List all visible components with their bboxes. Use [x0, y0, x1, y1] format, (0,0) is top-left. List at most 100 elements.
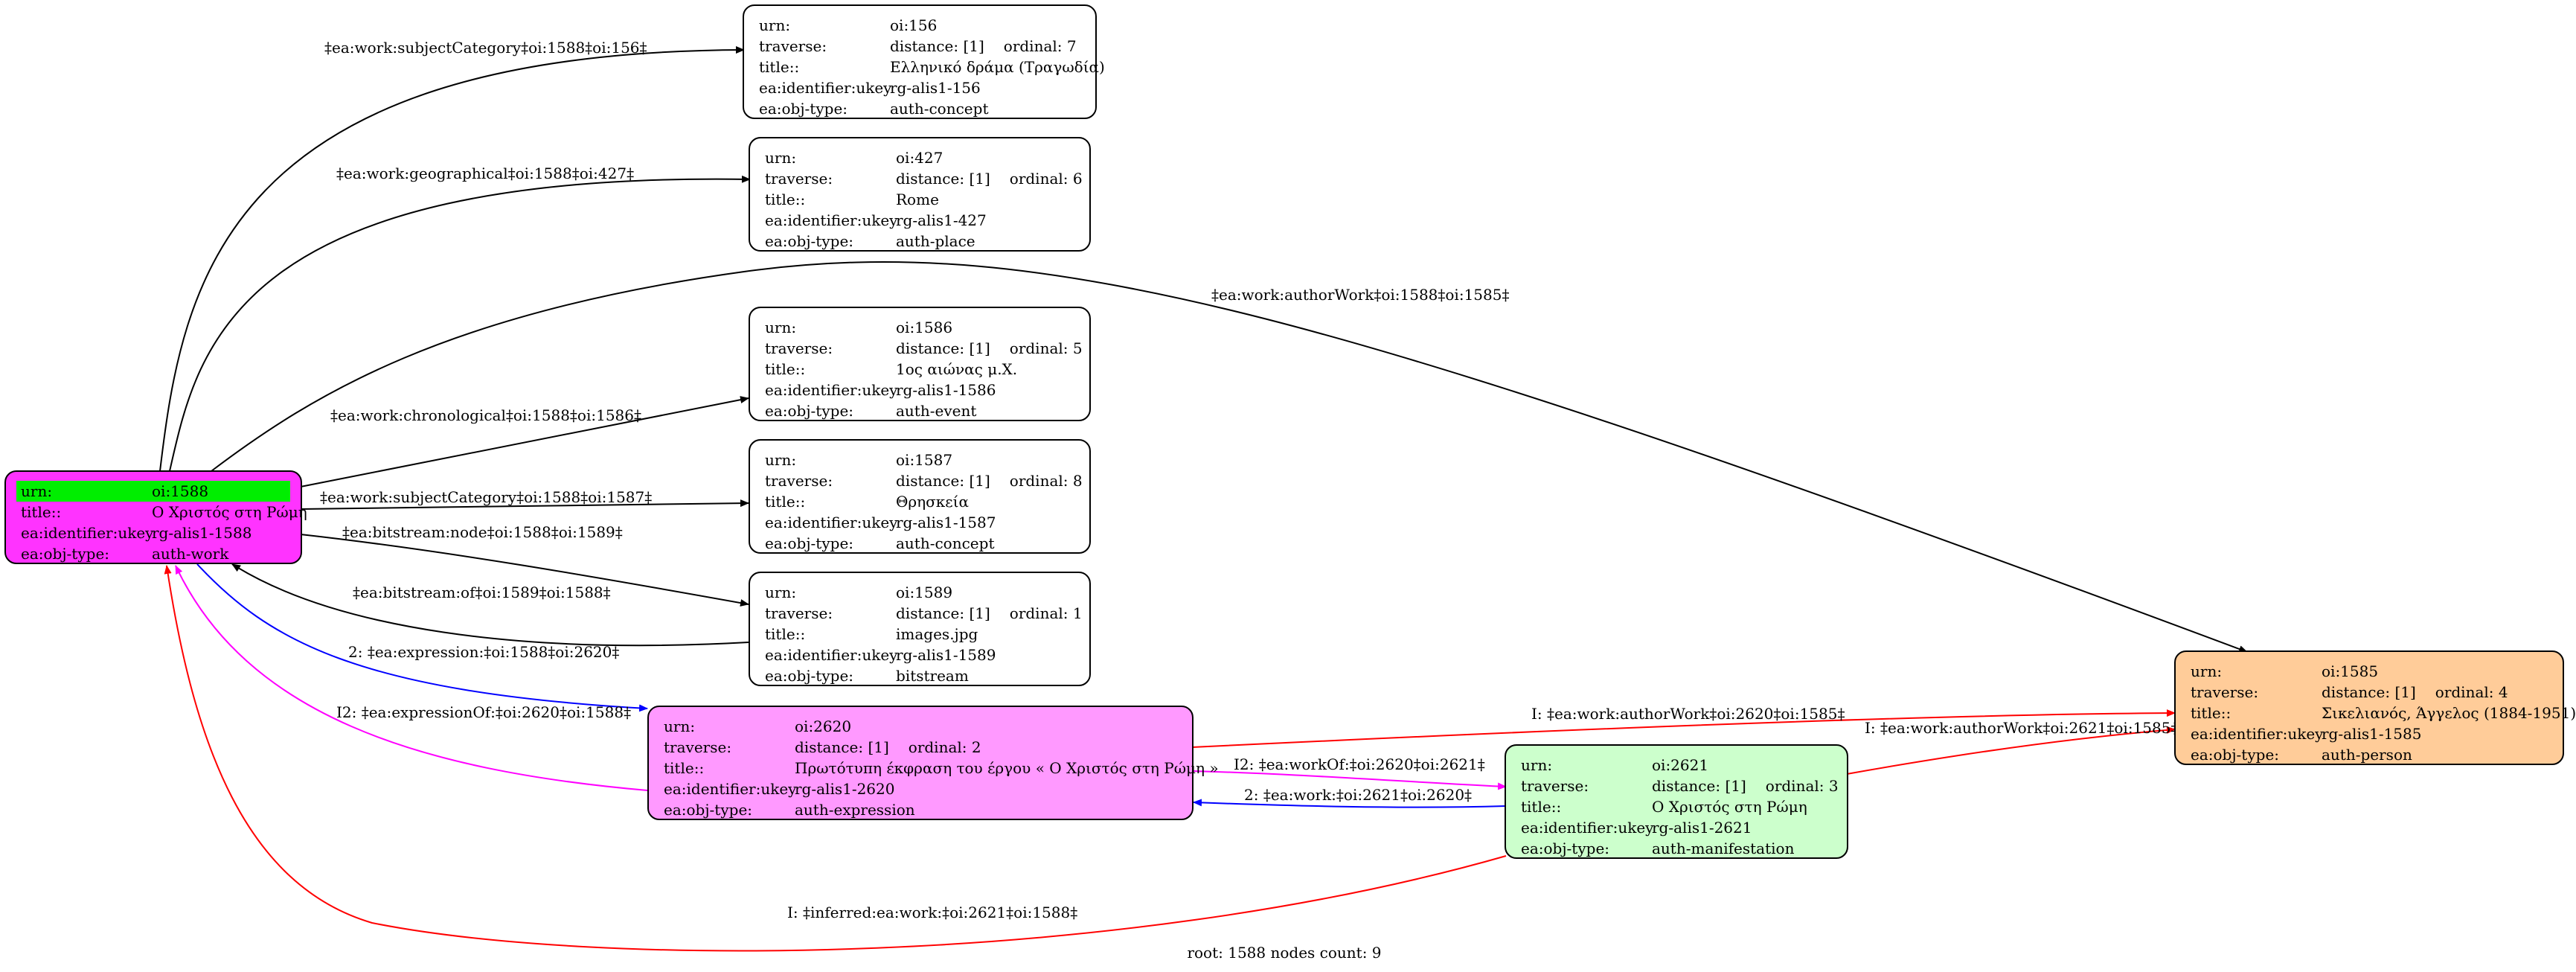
node-oi-1585[interactable]: urn: oi:1585 traverse: distance: [1] ordina… [2174, 650, 2576, 765]
value-distance: distance: [1] [896, 472, 990, 490]
key-traverse: traverse: [759, 37, 827, 55]
node-oi-1587[interactable]: urn:oi:1587 traverse: distance: [1] ordina… [749, 439, 1091, 554]
edge-author-work-2620-1585 [1191, 709, 2176, 748]
value-ordinal: ordinal: 2 [908, 738, 981, 756]
field-title: title::Ελληνικό δράμα (Τραγωδία) [754, 57, 1105, 77]
edge-label-subject-category-156: ‡ea:work:subjectCategory‡oi:1588‡oi:156‡ [324, 39, 647, 57]
field-traverse: traverse:distance: [1]ordinal: 6 [760, 168, 1083, 189]
node-oi-1586[interactable]: urn:oi:1586 traverse:distance: [1]ordina… [749, 307, 1091, 421]
value-title: images.jpg [896, 625, 978, 643]
field-urn-highlighted: urn:oi:1588 [16, 481, 290, 502]
value-ukey: rg-alis1-1589 [896, 646, 996, 664]
value-title: Ελληνικό δράμα (Τραγωδία) [890, 58, 1105, 76]
edge-label-inferred-work-2621: I: ‡inferred:ea:work:‡oi:2621‡oi:1588‡ [787, 904, 1077, 921]
value-urn: oi:1587 [896, 451, 953, 469]
key-traverse: traverse: [2191, 683, 2259, 701]
key-ukey: ea:identifier:ukey [765, 646, 898, 664]
key-title: title:: [759, 58, 800, 76]
key-obj-type: ea:obj-type: [1521, 840, 1610, 857]
value-distance: distance: [1] [1652, 777, 1746, 795]
edge-label-bitstream-node-1589: ‡ea:bitstream:node‡oi:1588‡oi:1589‡ [342, 523, 623, 541]
field-obj-type: ea:obj-type:auth-concept [754, 98, 1085, 119]
field-obj-type: ea:obj-type: auth-work [16, 543, 290, 564]
field-traverse: traverse:distance: [1]ordinal: 1 [760, 603, 1083, 624]
value-ordinal: ordinal: 8 [1009, 472, 1083, 490]
node-oi-427[interactable]: urn:oi:427 traverse:distance: [1]ordinal… [749, 137, 1091, 252]
value-ukey: rg-alis1-1586 [896, 381, 996, 399]
key-title: title:: [1521, 798, 1562, 816]
key-obj-type: ea:obj-type: [21, 545, 110, 563]
key-ukey: ea:identifier:ukey [21, 524, 154, 542]
key-traverse: traverse: [1521, 777, 1589, 795]
edge-bitstream-of-1589 [231, 563, 749, 647]
key-title: title:: [21, 503, 62, 521]
edge-inferred-work-2621 [164, 565, 1507, 952]
key-obj-type: ea:obj-type: [765, 534, 854, 552]
edge-label-subject-category-1587: ‡ea:work:subjectCategory‡oi:1588‡oi:1587… [320, 488, 652, 506]
edge-work-2621-2620 [1193, 799, 1507, 808]
field-urn: urn:oi:2621 [1516, 755, 1836, 776]
edge-subject-category-1587 [300, 499, 749, 510]
value-ukey: rg-alis1-427 [896, 211, 987, 229]
key-title: title:: [765, 360, 806, 378]
value-obj-type: auth-person [2322, 746, 2412, 764]
edge-label-work-of-2620-2621: I2: ‡ea:workOf:‡oi:2620‡oi:2621‡ [1234, 755, 1485, 773]
field-title: title::Πρωτότυπη έκφραση του έργου « Ο Χ… [659, 758, 1219, 778]
value-title: Θρησκεία [896, 493, 969, 511]
edge-label-chronological-1586: ‡ea:work:chronological‡oi:1588‡oi:1586‡ [330, 406, 641, 424]
value-obj-type: auth-expression [795, 801, 915, 819]
node-oi-1588-root[interactable]: urn:oi:1588 title::Ο Χριστός στη Ρώμη ea… [4, 470, 307, 564]
key-title: title:: [765, 191, 806, 208]
key-traverse: traverse: [765, 604, 833, 622]
key-title: title:: [765, 625, 806, 643]
value-obj-type: auth-work [152, 545, 229, 563]
value-distance: distance: [1] [2322, 683, 2416, 701]
key-urn: urn: [21, 482, 53, 500]
node-oi-2621[interactable]: urn:oi:2621 traverse:distance: [1]ordina… [1505, 744, 1848, 859]
value-distance: distance: [1] [896, 170, 990, 188]
value-title: Πρωτότυπη έκφραση του έργου « Ο Χριστός … [795, 759, 1219, 777]
node-oi-1589[interactable]: urn:oi:1589 traverse:distance: [1]ordina… [749, 572, 1091, 686]
field-traverse: traverse:distance: [1]ordinal: 7 [754, 36, 1085, 57]
key-title: title:: [664, 759, 705, 777]
value-obj-type: auth-event [896, 402, 977, 420]
node-oi-2620[interactable]: urn:oi:2620 traverse:distance: [1]ordina… [647, 706, 1219, 820]
key-ukey: ea:identifier:ukey [1521, 819, 1654, 837]
key-traverse: traverse: [765, 472, 833, 490]
edge-label-geographical-427: ‡ea:work:geographical‡oi:1588‡oi:427‡ [336, 164, 634, 182]
field-traverse: traverse: distance: [1] ordinal: 4 [2186, 682, 2552, 703]
key-traverse: traverse: [765, 170, 833, 188]
field-urn: urn:oi:1589 [760, 582, 1079, 603]
edge-label-author-work-2621-1585: I: ‡ea:work:authorWork‡oi:2621‡oi:1585‡ [1865, 719, 2178, 737]
value-distance: distance: [1] [896, 604, 990, 622]
value-title: 1ος αιώνας μ.Χ. [896, 360, 1018, 378]
field-traverse: traverse:distance: [1]ordinal: 3 [1516, 776, 1839, 796]
node-oi-156[interactable]: urn:oi:156 traverse:distance: [1]ordinal… [743, 4, 1105, 119]
field-urn: urn:oi:1587 [760, 450, 1079, 470]
value-ukey: rg-alis1-156 [890, 79, 981, 97]
key-obj-type: ea:obj-type: [759, 100, 848, 118]
edge-expression-2620 [196, 563, 648, 712]
key-urn: urn: [664, 717, 696, 735]
field-title: title::images.jpg [760, 624, 1079, 645]
field-urn: urn:oi:156 [754, 15, 1085, 36]
value-obj-type: auth-place [896, 232, 975, 250]
field-title: title::Θρησκεία [760, 491, 1079, 512]
value-ordinal: ordinal: 4 [2435, 683, 2508, 701]
value-urn: oi:1586 [896, 319, 953, 336]
edge-expression-of-2620 [175, 565, 648, 791]
key-urn: urn: [2191, 662, 2223, 680]
value-distance: distance: [1] [890, 37, 984, 55]
edge-label-bitstream-of-1589: ‡ea:bitstream:of‡oi:1589‡oi:1588‡ [353, 583, 611, 601]
edge-author-work-2621-1585 [1846, 726, 2176, 775]
value-ukey: rg-alis1-1588 [152, 524, 252, 542]
value-ukey: rg-alis1-1585 [2322, 725, 2422, 743]
edge-subject-category-156 [159, 46, 745, 472]
value-ordinal: ordinal: 5 [1009, 339, 1083, 357]
value-urn: oi:1585 [2322, 662, 2379, 680]
key-traverse: traverse: [765, 339, 833, 357]
edge-label-author-work-2620-1585: I: ‡ea:work:authorWork‡oi:2620‡oi:1585‡ [1531, 705, 1845, 723]
value-urn: oi:427 [896, 149, 943, 167]
